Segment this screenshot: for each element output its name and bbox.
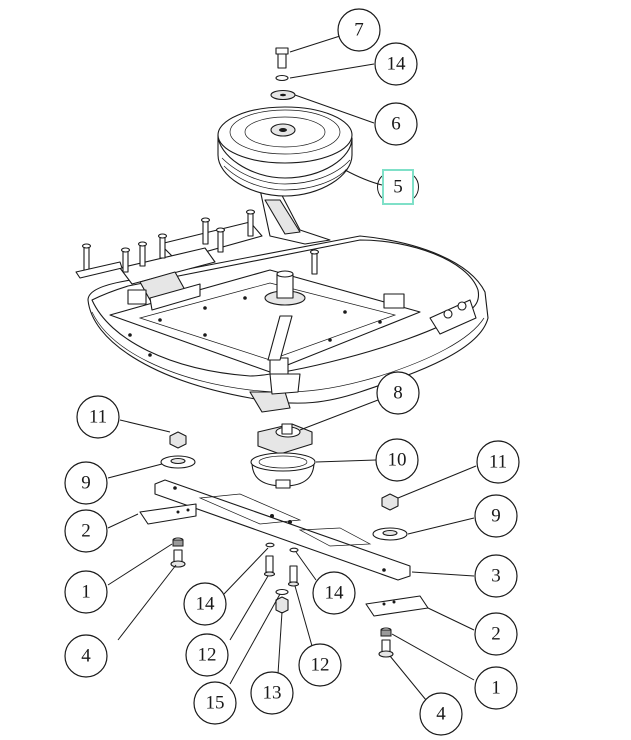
callout-label: 14 xyxy=(196,594,216,615)
washer-15[interactable] xyxy=(275,588,289,596)
callout-label: 5 xyxy=(393,177,403,198)
callout-11-left[interactable]: 11 xyxy=(76,395,120,439)
callout-label: 6 xyxy=(391,114,401,135)
callout-7[interactable]: 7 xyxy=(337,8,381,52)
washer-14-mid-left[interactable] xyxy=(265,542,275,548)
callout-11-right[interactable]: 11 xyxy=(476,440,520,484)
callout-1-left[interactable]: 1 xyxy=(64,570,108,614)
callout-label: 7 xyxy=(354,20,364,41)
callout-13[interactable]: 13 xyxy=(250,671,294,715)
blade-tip-2-right[interactable] xyxy=(365,595,429,617)
callout-label: 2 xyxy=(81,521,91,542)
bolt-12-right[interactable] xyxy=(287,565,300,587)
callout-label: 8 xyxy=(393,383,403,404)
callout-4-left[interactable]: 4 xyxy=(64,634,108,678)
callout-8[interactable]: 8 xyxy=(376,371,420,415)
callout-15[interactable]: 15 xyxy=(193,681,237,725)
spacer-1-right[interactable] xyxy=(380,627,392,637)
callout-12-left[interactable]: 12 xyxy=(185,633,229,677)
callout-label: 4 xyxy=(436,704,446,725)
callout-label: 2 xyxy=(491,624,501,645)
callout-label: 14 xyxy=(325,583,345,604)
callout-label: 1 xyxy=(81,582,91,603)
callout-14-right[interactable]: 14 xyxy=(312,571,356,615)
spacer-1-left[interactable] xyxy=(172,537,184,547)
callout-label: 12 xyxy=(198,645,217,666)
callout-label: 14 xyxy=(387,54,407,75)
leader-lines xyxy=(107,35,477,701)
cup-10[interactable] xyxy=(250,452,316,489)
callout-1-right[interactable]: 1 xyxy=(474,666,518,710)
callout-label: 9 xyxy=(491,506,501,527)
bolt-4-right[interactable] xyxy=(378,639,394,658)
washer-14-mid-right[interactable] xyxy=(289,547,299,553)
washer-9-left[interactable] xyxy=(160,455,196,469)
callout-9-right[interactable]: 9 xyxy=(474,494,518,538)
bearing-housing-8[interactable] xyxy=(257,423,313,455)
bolt-7[interactable] xyxy=(275,47,289,69)
nut-11-left[interactable] xyxy=(169,431,187,449)
blade-tip-2-left[interactable] xyxy=(139,503,197,525)
callout-label: 1 xyxy=(491,678,501,699)
callout-label: 11 xyxy=(89,407,107,428)
callout-12-right[interactable]: 12 xyxy=(298,643,342,687)
washer-9-right[interactable] xyxy=(372,527,408,541)
pulley-5[interactable] xyxy=(217,106,353,197)
callout-label: 4 xyxy=(81,646,91,667)
nut-13[interactable] xyxy=(275,596,289,614)
blade-3[interactable] xyxy=(154,479,411,581)
callout-label: 3 xyxy=(491,566,501,587)
nut-11-right[interactable] xyxy=(381,493,399,511)
callout-label: 13 xyxy=(263,683,282,704)
deck-pins xyxy=(81,209,320,275)
callout-3[interactable]: 3 xyxy=(474,554,518,598)
callout-2-right[interactable]: 2 xyxy=(474,612,518,656)
callout-label: 9 xyxy=(81,473,91,494)
mower-deck[interactable] xyxy=(75,179,489,413)
callout-4-right[interactable]: 4 xyxy=(419,692,463,736)
callout-label: 12 xyxy=(311,655,330,676)
callout-2-left[interactable]: 2 xyxy=(64,509,108,553)
callout-6[interactable]: 6 xyxy=(374,102,418,146)
callout-9-left[interactable]: 9 xyxy=(64,461,108,505)
callout-5[interactable]: 5 xyxy=(377,169,419,205)
callout-14-top[interactable]: 14 xyxy=(374,42,418,86)
callout-10[interactable]: 10 xyxy=(375,438,419,482)
bolt-12-left[interactable] xyxy=(263,555,276,577)
washer-6[interactable] xyxy=(270,89,296,101)
callout-label: 10 xyxy=(388,450,407,471)
callout-14-left[interactable]: 14 xyxy=(183,582,227,626)
washer-14-top[interactable] xyxy=(275,74,289,82)
callout-label: 15 xyxy=(206,693,225,714)
bolt-4-left[interactable] xyxy=(170,549,186,568)
callout-label: 11 xyxy=(489,452,507,473)
callout-highlight xyxy=(382,169,414,205)
